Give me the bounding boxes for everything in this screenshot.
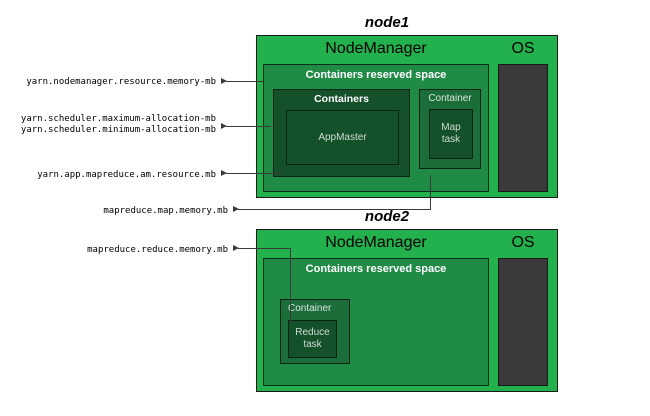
node2-os-title: OS bbox=[511, 234, 535, 251]
connector-yarn-scheduler-allocation-mb bbox=[226, 126, 271, 127]
node1-os-slab bbox=[498, 64, 548, 192]
node1-reserved-space-label: Containers reserved space bbox=[305, 69, 447, 81]
connector-mapreduce-reduce-memory-mb-vertical bbox=[290, 248, 291, 323]
node2-os-slab bbox=[498, 258, 548, 386]
label-mapreduce-map-memory-mb: mapreduce.map.memory.mb bbox=[103, 206, 228, 216]
map-task-box: Map task bbox=[429, 109, 473, 159]
containers-group-label: Containers bbox=[314, 93, 369, 105]
node2-containers-reserved-space: Containers reserved space Container Redu… bbox=[263, 258, 489, 386]
node2-nodemanager-title: NodeManager bbox=[325, 234, 427, 251]
node2-title: node2 bbox=[364, 208, 410, 225]
connector-mapreduce-reduce-memory-mb-horizontal bbox=[238, 248, 291, 249]
label-yarn-app-mapreduce-am-resource-mb: yarn.app.mapreduce.am.resource.mb bbox=[37, 170, 216, 180]
connector-mapreduce-map-memory-mb-horizontal bbox=[238, 209, 431, 210]
appmaster-box: AppMaster bbox=[286, 110, 399, 165]
appmaster-label: AppMaster bbox=[318, 131, 367, 143]
node2-box: NodeManager OS Containers reserved space… bbox=[256, 229, 558, 392]
container-label-node2: Container bbox=[288, 303, 332, 314]
containers-box-node1: Containers AppMaster bbox=[273, 89, 410, 177]
label-yarn-nodemanager-resource-memory-mb: yarn.nodemanager.resource.memory-mb bbox=[26, 77, 216, 87]
node1-containers-reserved-space: Containers reserved space Containers App… bbox=[263, 64, 489, 192]
connector-mapreduce-map-memory-mb-vertical bbox=[430, 175, 431, 210]
container-box-node2: Container Reduce task bbox=[280, 299, 350, 364]
node1-os-title: OS bbox=[511, 40, 535, 57]
node1-title: node1 bbox=[364, 14, 410, 31]
label-mapreduce-reduce-memory-mb: mapreduce.reduce.memory.mb bbox=[87, 245, 228, 255]
label-yarn-scheduler-maximum-allocation-mb: yarn.scheduler.maximum-allocation-mb bbox=[20, 114, 216, 124]
reduce-task-label: Reduce task bbox=[295, 327, 330, 350]
node1-box: NodeManager OS Containers reserved space… bbox=[256, 35, 558, 198]
reduce-task-box: Reduce task bbox=[288, 320, 337, 358]
connector-yarn-app-mapreduce-am-resource-mb bbox=[226, 173, 283, 174]
container-label-node1: Container bbox=[428, 93, 472, 104]
label-yarn-scheduler-minimum-allocation-mb: yarn.scheduler.minimum-allocation-mb bbox=[20, 125, 216, 135]
map-task-label: Map task bbox=[441, 122, 461, 145]
node2-reserved-space-label: Containers reserved space bbox=[305, 263, 447, 275]
node1-nodemanager-title: NodeManager bbox=[325, 40, 427, 57]
connector-yarn-nodemanager-resource-memory-mb bbox=[226, 81, 263, 82]
container-box-node1: Container Map task bbox=[419, 89, 481, 169]
